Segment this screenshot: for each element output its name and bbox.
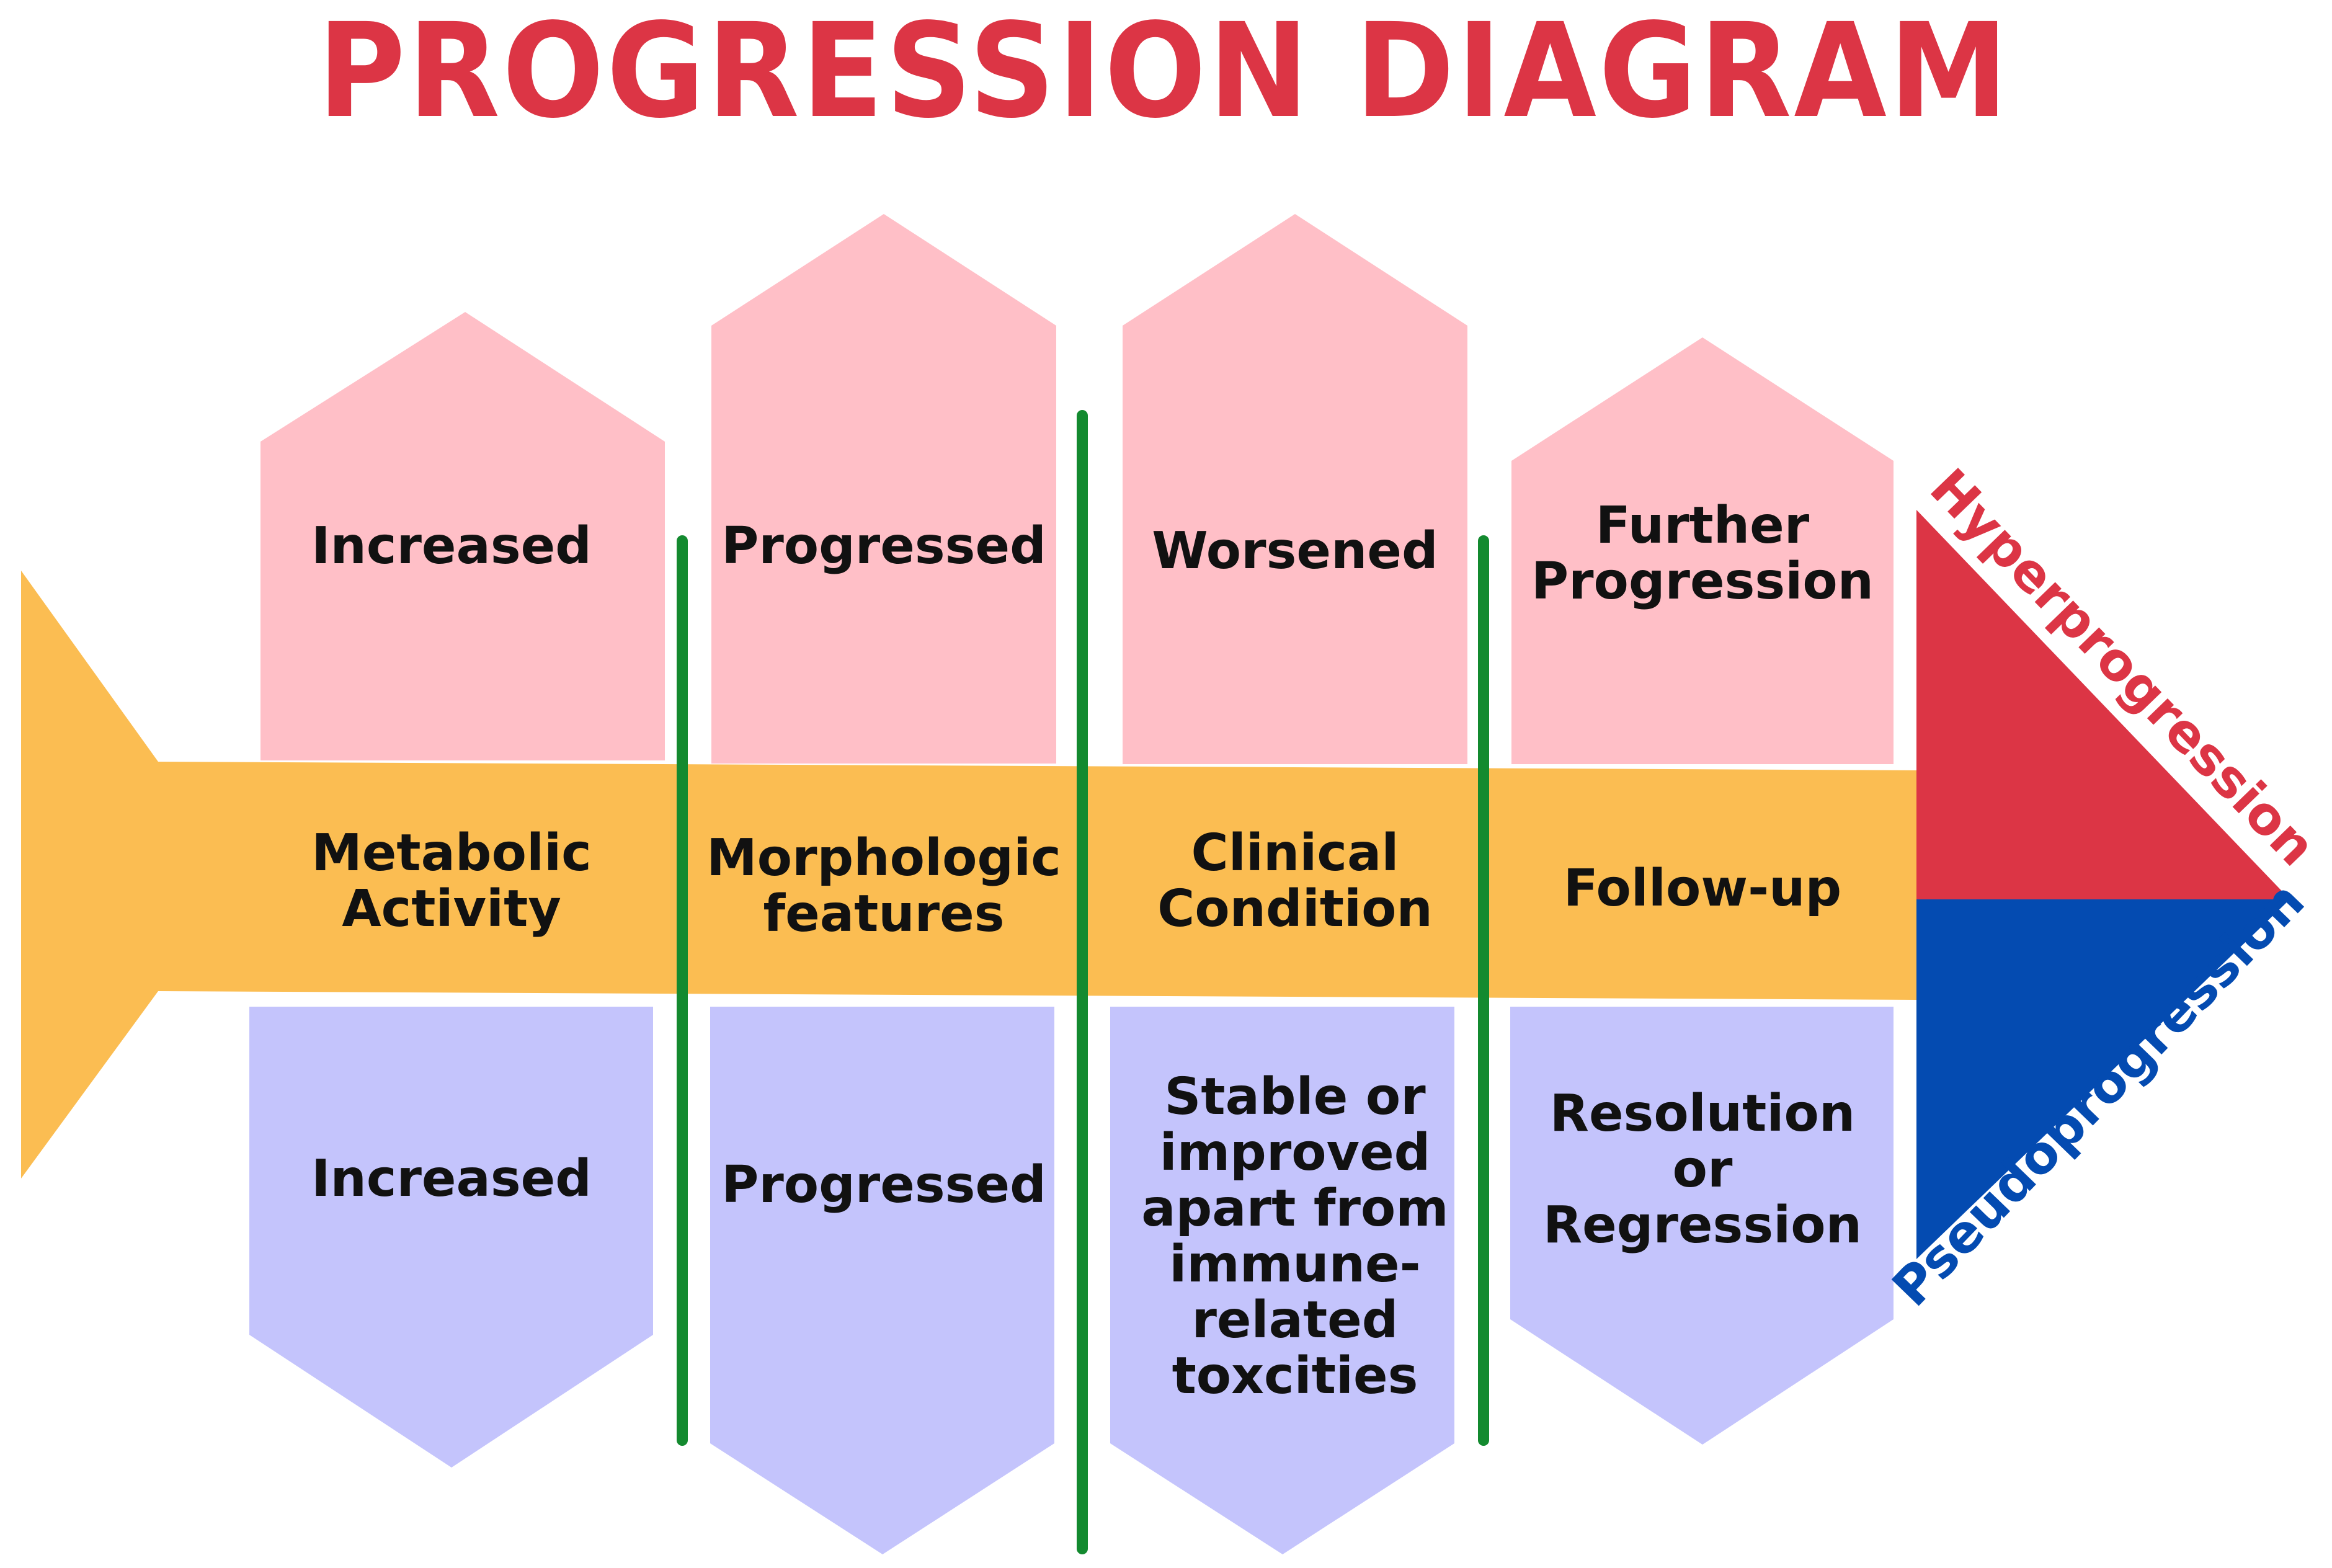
- spine-label-line: Metabolic: [311, 824, 592, 883]
- lower-box-label: Increased: [311, 1149, 592, 1208]
- lower-box-label-line: related: [1191, 1291, 1398, 1350]
- spine-tail: [21, 571, 158, 1178]
- upper-box: [260, 312, 665, 760]
- upper-box: [1123, 214, 1467, 764]
- spine-label: Follow-up: [1564, 859, 1841, 918]
- upper-box-label-line: Worsened: [1152, 522, 1438, 581]
- lower-box: [1510, 1007, 1894, 1445]
- lower-box-label-line: improved: [1160, 1123, 1431, 1182]
- upper-box-label-line: Increased: [311, 517, 592, 576]
- spine-label-line: Morphologic: [706, 829, 1061, 888]
- spine-label-line: Condition: [1157, 880, 1433, 938]
- hyperprogression-triangle: [1916, 510, 2290, 899]
- lower-box-label-line: Increased: [311, 1149, 592, 1208]
- pseudoprogression-triangle: [1916, 899, 2290, 1259]
- upper-box: [711, 214, 1056, 764]
- lower-box-label: Progressed: [721, 1156, 1046, 1214]
- lower-box-label-line: Resolution: [1550, 1084, 1855, 1143]
- upper-box-label-line: Further: [1596, 496, 1810, 555]
- spine-band: [158, 762, 1916, 1000]
- lower-box-label-line: or: [1673, 1140, 1733, 1199]
- spine-label-line: Clinical: [1191, 824, 1399, 883]
- spine-label-line: Follow-up: [1564, 859, 1841, 918]
- upper-box: [1511, 337, 1894, 764]
- lower-box: [249, 1007, 653, 1468]
- lower-box-label-line: immune-: [1169, 1235, 1420, 1294]
- lower-box-label-line: toxcities: [1172, 1347, 1418, 1405]
- lower-box-label-line: Progressed: [721, 1156, 1046, 1214]
- spine-label-line: Activity: [342, 880, 561, 938]
- spine-label-line: features: [763, 884, 1004, 943]
- upper-box-label: Progressed: [721, 517, 1046, 576]
- upper-box-label-line: Progressed: [721, 517, 1046, 576]
- lower-box: [710, 1007, 1054, 1554]
- upper-box-label: Increased: [311, 517, 592, 576]
- upper-box-label-line: Progression: [1531, 552, 1874, 611]
- lower-box: [1110, 1007, 1454, 1554]
- lower-box-label-line: Stable or: [1164, 1067, 1426, 1126]
- lower-box-label-line: Regression: [1543, 1196, 1862, 1255]
- upper-box-label: Worsened: [1152, 522, 1438, 581]
- diagram-title: PROGRESSION DIAGRAM: [318, 0, 2011, 147]
- lower-box-label-line: apart from: [1141, 1179, 1448, 1238]
